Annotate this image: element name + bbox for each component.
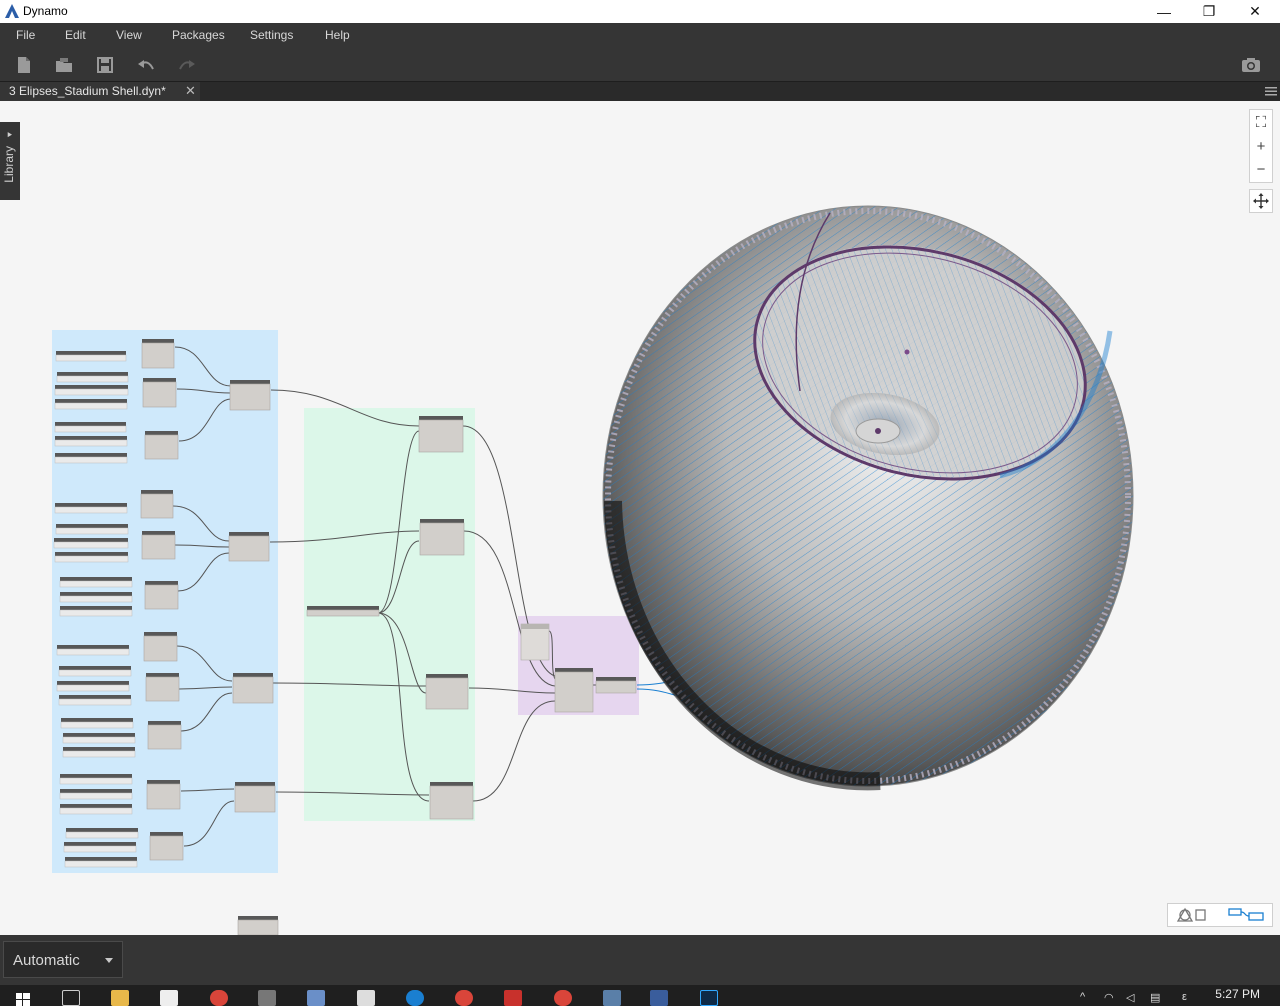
navigation-controls: ⛶ + − xyxy=(1249,109,1273,183)
view-toggle xyxy=(1167,903,1273,927)
restore-button[interactable]: ❐ xyxy=(1202,3,1216,19)
redo-icon[interactable] xyxy=(177,55,197,75)
os-taskbar: ^ ◠ ◁ ▤ ε 5:27 PM xyxy=(0,985,1280,1006)
close-window-button[interactable]: ✕ xyxy=(1249,3,1261,19)
chrome-icon[interactable] xyxy=(210,990,228,1006)
save-icon[interactable] xyxy=(95,55,115,75)
menu-view[interactable]: View xyxy=(116,28,142,42)
menu-edit[interactable]: Edit xyxy=(65,28,86,42)
file-explorer-icon[interactable] xyxy=(111,990,129,1006)
dynamo-taskbar-icon[interactable] xyxy=(650,990,668,1006)
edge-icon[interactable] xyxy=(406,990,424,1006)
window-titlebar: Dynamo — ❐ ✕ xyxy=(0,0,1280,23)
tab-workspace[interactable]: 3 Elipses_Stadium Shell.dyn* ✕ xyxy=(0,82,200,101)
tab-label: 3 Elipses_Stadium Shell.dyn* xyxy=(9,84,166,98)
taskbar-clock[interactable]: 5:27 PM xyxy=(1215,987,1260,1001)
menu-file[interactable]: File xyxy=(16,28,36,42)
new-file-icon[interactable] xyxy=(14,55,34,75)
calculator-icon[interactable] xyxy=(357,990,375,1006)
menu-packages[interactable]: Packages xyxy=(172,28,225,42)
run-mode-select[interactable]: Automatic xyxy=(3,941,123,978)
tab-bar: 3 Elipses_Stadium Shell.dyn* ✕ xyxy=(0,81,1280,101)
zoom-out-icon[interactable]: − xyxy=(1256,160,1266,178)
open-file-icon[interactable] xyxy=(54,55,74,75)
zoom-fit-icon[interactable]: ⛶ xyxy=(1255,113,1267,131)
chrome-3-icon[interactable] xyxy=(554,990,572,1006)
photoshop-icon[interactable] xyxy=(700,990,718,1006)
media-icon[interactable] xyxy=(258,990,276,1006)
zoom-in-icon[interactable]: + xyxy=(1256,137,1266,155)
app-2-icon[interactable] xyxy=(603,990,621,1006)
graph-view-icon[interactable] xyxy=(1221,904,1273,926)
library-tab[interactable]: ⯈ Library xyxy=(0,122,20,200)
menu-settings[interactable]: Settings xyxy=(250,28,294,42)
task-view-icon[interactable] xyxy=(62,990,80,1006)
toolbar xyxy=(0,48,1280,81)
tab-close-icon[interactable]: ✕ xyxy=(185,83,196,98)
library-label: Library xyxy=(2,146,16,183)
minimize-button[interactable]: — xyxy=(1157,3,1171,20)
window-title: Dynamo xyxy=(23,4,68,18)
connector-wires xyxy=(172,346,596,847)
undo-icon[interactable] xyxy=(136,55,156,75)
run-mode-value: Automatic xyxy=(13,952,80,969)
stadium-shell-geometry xyxy=(602,205,1134,791)
camera-icon[interactable] xyxy=(1241,55,1261,75)
run-bar: Automatic xyxy=(0,935,1280,985)
network-icon[interactable]: ◠ xyxy=(1104,992,1114,1004)
hamburger-menu-icon[interactable] xyxy=(1265,84,1277,98)
tray-chevron-icon[interactable]: ^ xyxy=(1080,991,1086,1003)
menu-bar: File Edit View Packages Settings Help xyxy=(0,23,1280,48)
menu-help[interactable]: Help xyxy=(325,28,350,42)
windows-start-icon[interactable] xyxy=(16,993,30,1006)
workspace-canvas[interactable] xyxy=(0,101,1280,935)
tray-language[interactable]: ε xyxy=(1182,991,1187,1003)
app-icon[interactable] xyxy=(307,990,325,1006)
chrome-2-icon[interactable] xyxy=(455,990,473,1006)
store-icon[interactable] xyxy=(160,990,178,1006)
chevron-right-icon: ⯈ xyxy=(6,130,14,140)
pan-button[interactable] xyxy=(1249,189,1273,213)
pan-icon xyxy=(1253,193,1269,209)
number-sliders[interactable] xyxy=(53,351,139,868)
graph-svg xyxy=(52,205,1134,935)
geometry-view-icon[interactable] xyxy=(1168,904,1220,926)
chevron-down-icon xyxy=(105,958,113,963)
dynamo-logo-icon xyxy=(5,4,19,18)
notification-icon[interactable]: ▤ xyxy=(1150,992,1161,1004)
acrobat-icon[interactable] xyxy=(504,990,522,1006)
volume-icon[interactable]: ◁ xyxy=(1126,992,1135,1004)
